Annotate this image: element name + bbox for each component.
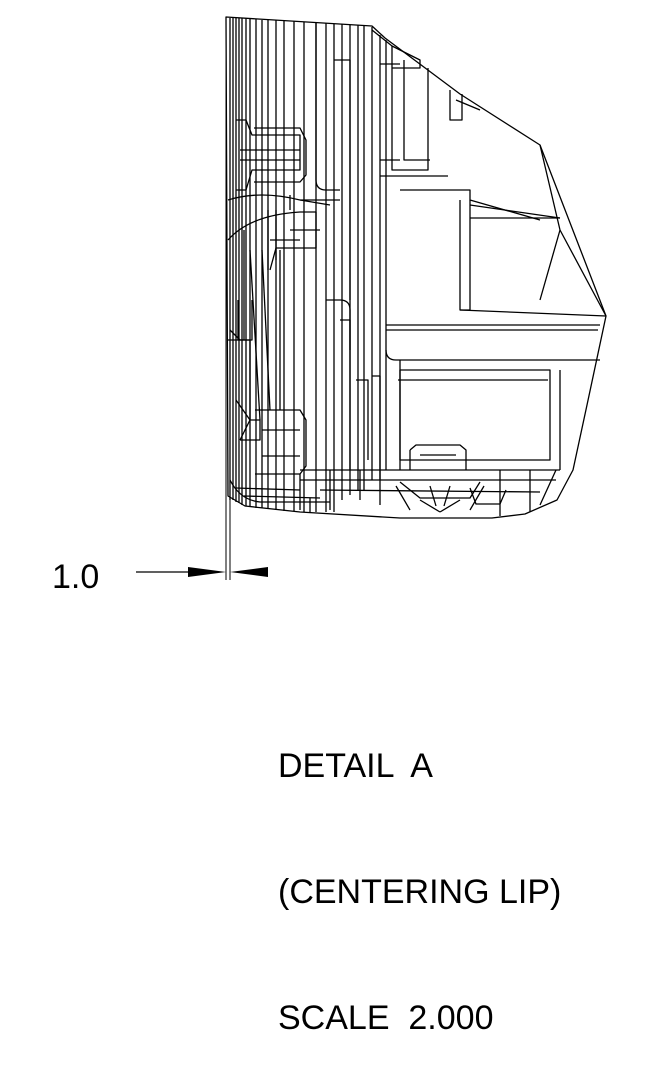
- detail-subtitle: (CENTERING LIP): [278, 873, 562, 911]
- detail-a-drawing: [136, 16, 607, 580]
- part-section-view: [225, 16, 607, 519]
- arrow-right-icon: [230, 567, 268, 577]
- dimension-callout: [136, 20, 268, 580]
- detail-title: DETAIL A: [278, 747, 433, 785]
- detail-caption: DETAIL A (CENTERING LIP) SCALE 2.000: [278, 661, 561, 1081]
- dimension-label: 1.0: [52, 558, 100, 596]
- detail-scale: SCALE 2.000: [278, 999, 494, 1037]
- part-outline: [225, 16, 607, 519]
- arrow-left-icon: [188, 567, 226, 577]
